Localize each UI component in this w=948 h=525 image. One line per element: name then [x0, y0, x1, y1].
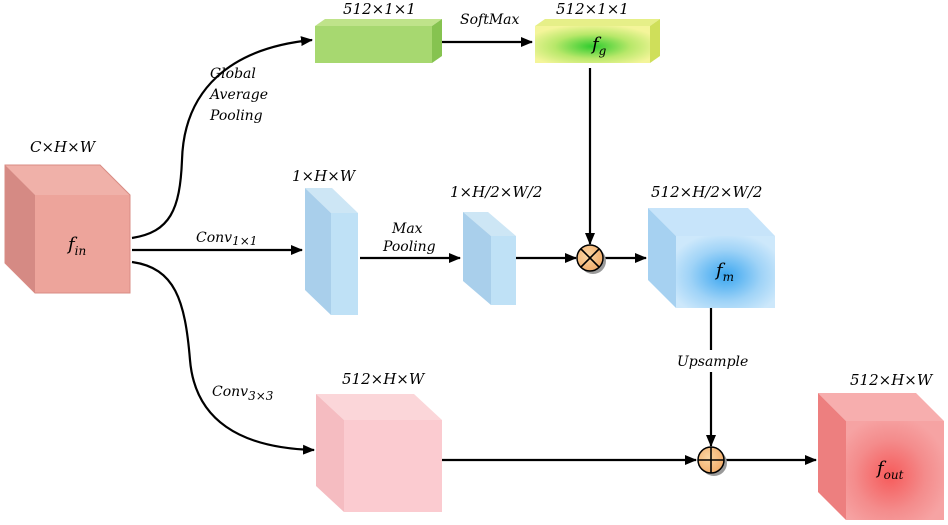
max-pool-block: [463, 212, 516, 305]
conv3x3-block: [316, 394, 442, 512]
output-dims-label: 512×H×W: [850, 371, 934, 389]
input-block: [4, 164, 131, 294]
edge-conv3x3: [131, 260, 315, 455]
fm-dims-label: 512×H/2×W/2: [651, 183, 762, 201]
input-dims-label: C×H×W: [30, 138, 97, 156]
softmax-label: SoftMax: [460, 12, 520, 28]
edge-global-average-pooling: [131, 36, 313, 240]
softmax-block: [535, 19, 660, 63]
edges: [131, 36, 817, 465]
max-pooling-label-line1: Max: [391, 221, 423, 237]
upsample-label: Upsample: [677, 354, 748, 370]
global-dims-label: 512×1×1: [343, 0, 416, 18]
max-pooling-label-line2: Pooling: [382, 239, 436, 255]
global-pooling-label-line1: Global: [210, 66, 256, 82]
conv1x1-block: [305, 188, 358, 315]
global-pooling-label-line3: Pooling: [209, 108, 263, 124]
conv3x3-label: Conv3×3: [212, 384, 274, 403]
global-pooling-label-line2: Average: [208, 87, 268, 103]
conv3-dims-label: 512×H×W: [342, 370, 426, 388]
upsample-label-bg: [673, 350, 751, 372]
fm-block: [648, 208, 775, 308]
global-pooling-block: [315, 19, 442, 63]
conv1x1-label: Conv1×1: [196, 230, 257, 248]
conv1-dims-label: 1×H×W: [292, 167, 357, 185]
add-operator: [697, 446, 727, 476]
pool-dims-label: 1×H/2×W/2: [450, 183, 542, 201]
softmax-dims-label: 512×1×1: [556, 0, 629, 18]
multiply-operator: [576, 244, 606, 274]
output-block: [818, 393, 944, 520]
